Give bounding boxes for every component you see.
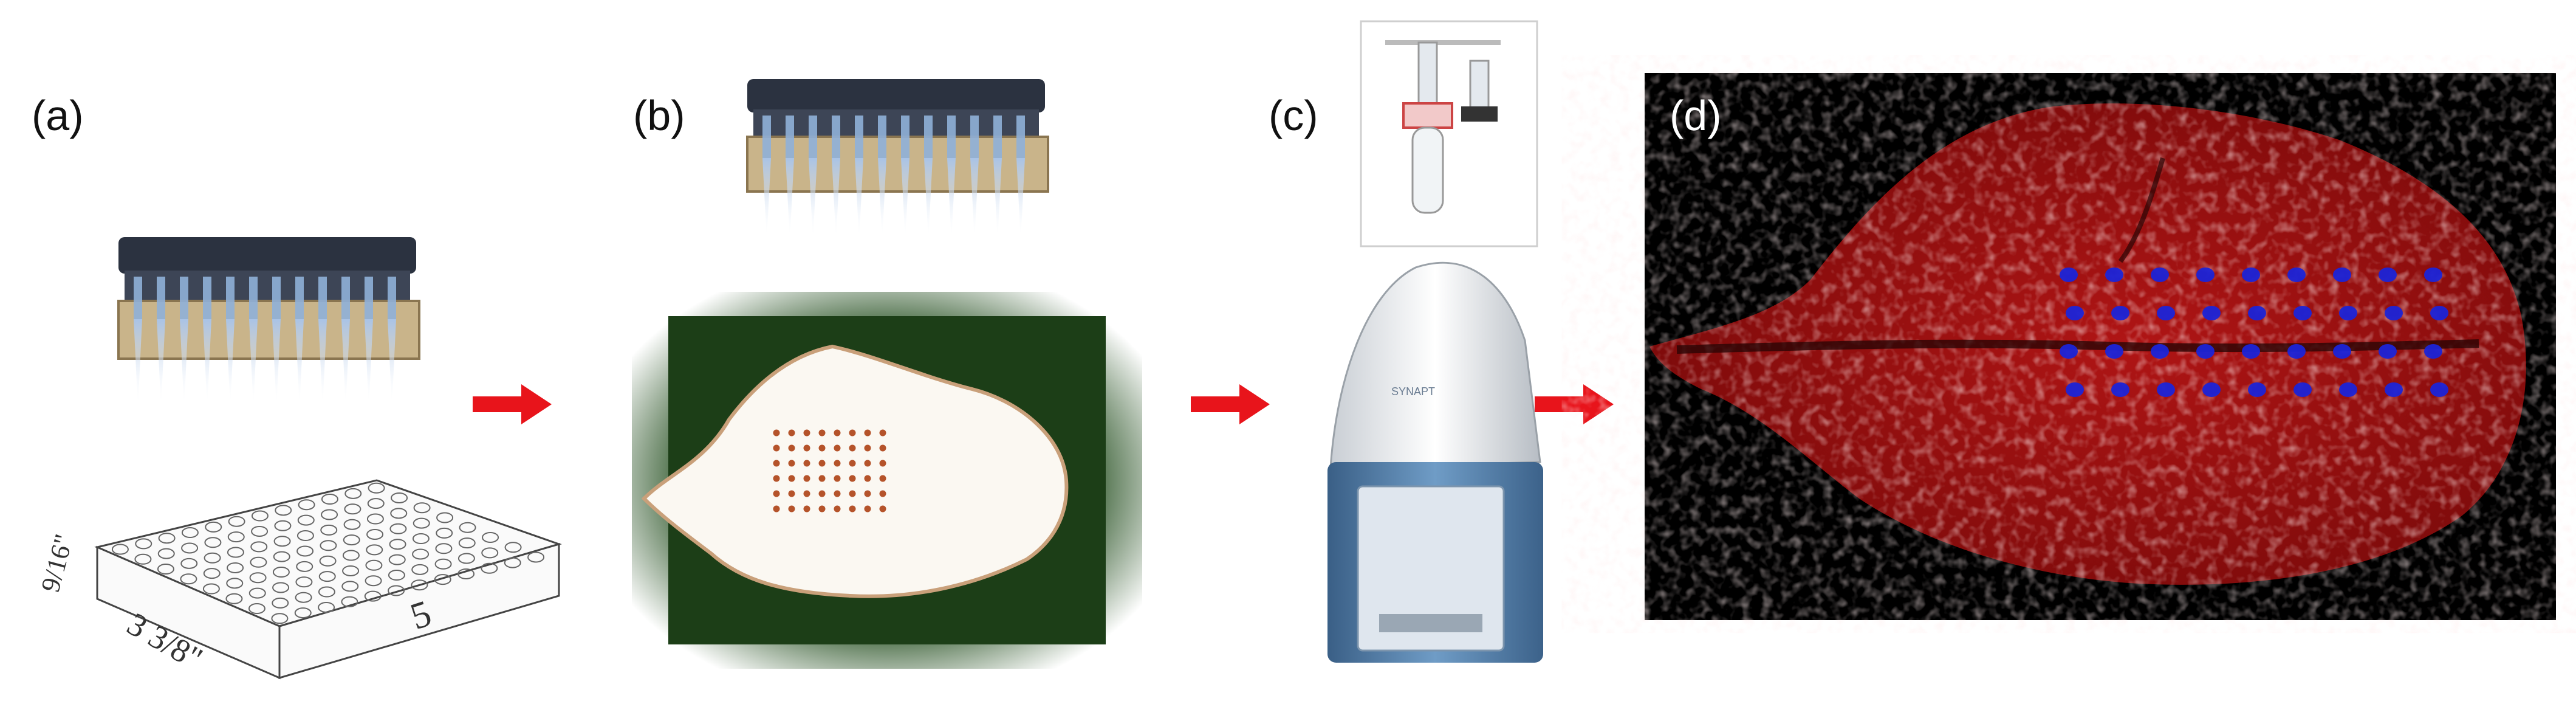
flow-arrow-1 [473,384,552,424]
mass-spectrometer-icon: SYNAPT [1327,261,1543,663]
glass-sprayer-icon [1360,20,1538,247]
panel-label-c: (c) [1269,92,1318,139]
leaf-section-image [632,292,1142,669]
flow-arrow-2 [1191,384,1270,424]
pipette-head-icon [746,79,1049,240]
well-plate-icon: 9/16" 3 3/8" 5 [35,479,562,680]
panel-label-d: (d) [1670,92,1722,139]
pipette-head-icon [117,237,420,407]
flow-arrow-3 [1535,384,1614,424]
panel-label-b: (b) [633,92,685,139]
svg-text:9/16": 9/16" [35,531,79,595]
ms-image-leaf [1645,73,2556,620]
panel-label-a: (a) [32,92,84,139]
svg-text:SYNAPT: SYNAPT [1391,385,1435,398]
